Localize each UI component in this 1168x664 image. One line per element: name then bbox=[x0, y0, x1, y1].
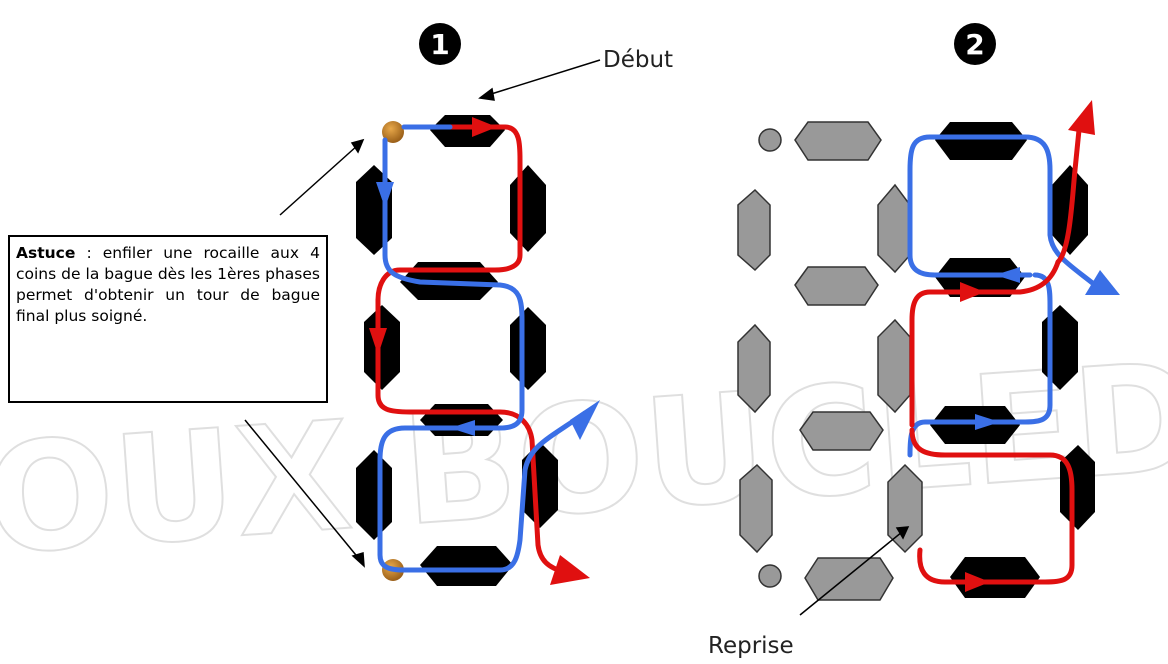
start-label: Début bbox=[603, 47, 673, 73]
bead-top bbox=[430, 115, 505, 147]
seed-bead-top bbox=[382, 121, 404, 143]
tip-text: : enfiler une rocaille aux 4 coins de la… bbox=[16, 244, 320, 325]
bead-right-1 bbox=[510, 165, 546, 252]
tip-title: Astuce bbox=[16, 244, 76, 262]
resume-label: Reprise bbox=[708, 633, 794, 659]
bead-left-2 bbox=[364, 305, 400, 390]
diagram-1-red-thread bbox=[375, 124, 568, 575]
diagram-2-red-thread bbox=[909, 117, 1083, 585]
step-1-badge: 1 bbox=[419, 23, 461, 65]
bead-bottom bbox=[420, 546, 513, 586]
svg-text:1: 1 bbox=[430, 28, 449, 61]
diagram-1-blue-thread bbox=[377, 124, 588, 573]
bead-left-3 bbox=[356, 450, 392, 540]
svg-text:2: 2 bbox=[965, 28, 984, 61]
bead-right-2 bbox=[510, 307, 546, 390]
diagram-1-arrowheads bbox=[369, 117, 600, 585]
pointer-arrows bbox=[244, 59, 910, 616]
tip-box: Astuce : enfiler une rocaille aux 4 coin… bbox=[8, 235, 328, 403]
bead-right-3 bbox=[522, 442, 558, 528]
step-2-badge: 2 bbox=[954, 23, 996, 65]
diagram-2-arrowheads bbox=[960, 100, 1120, 592]
